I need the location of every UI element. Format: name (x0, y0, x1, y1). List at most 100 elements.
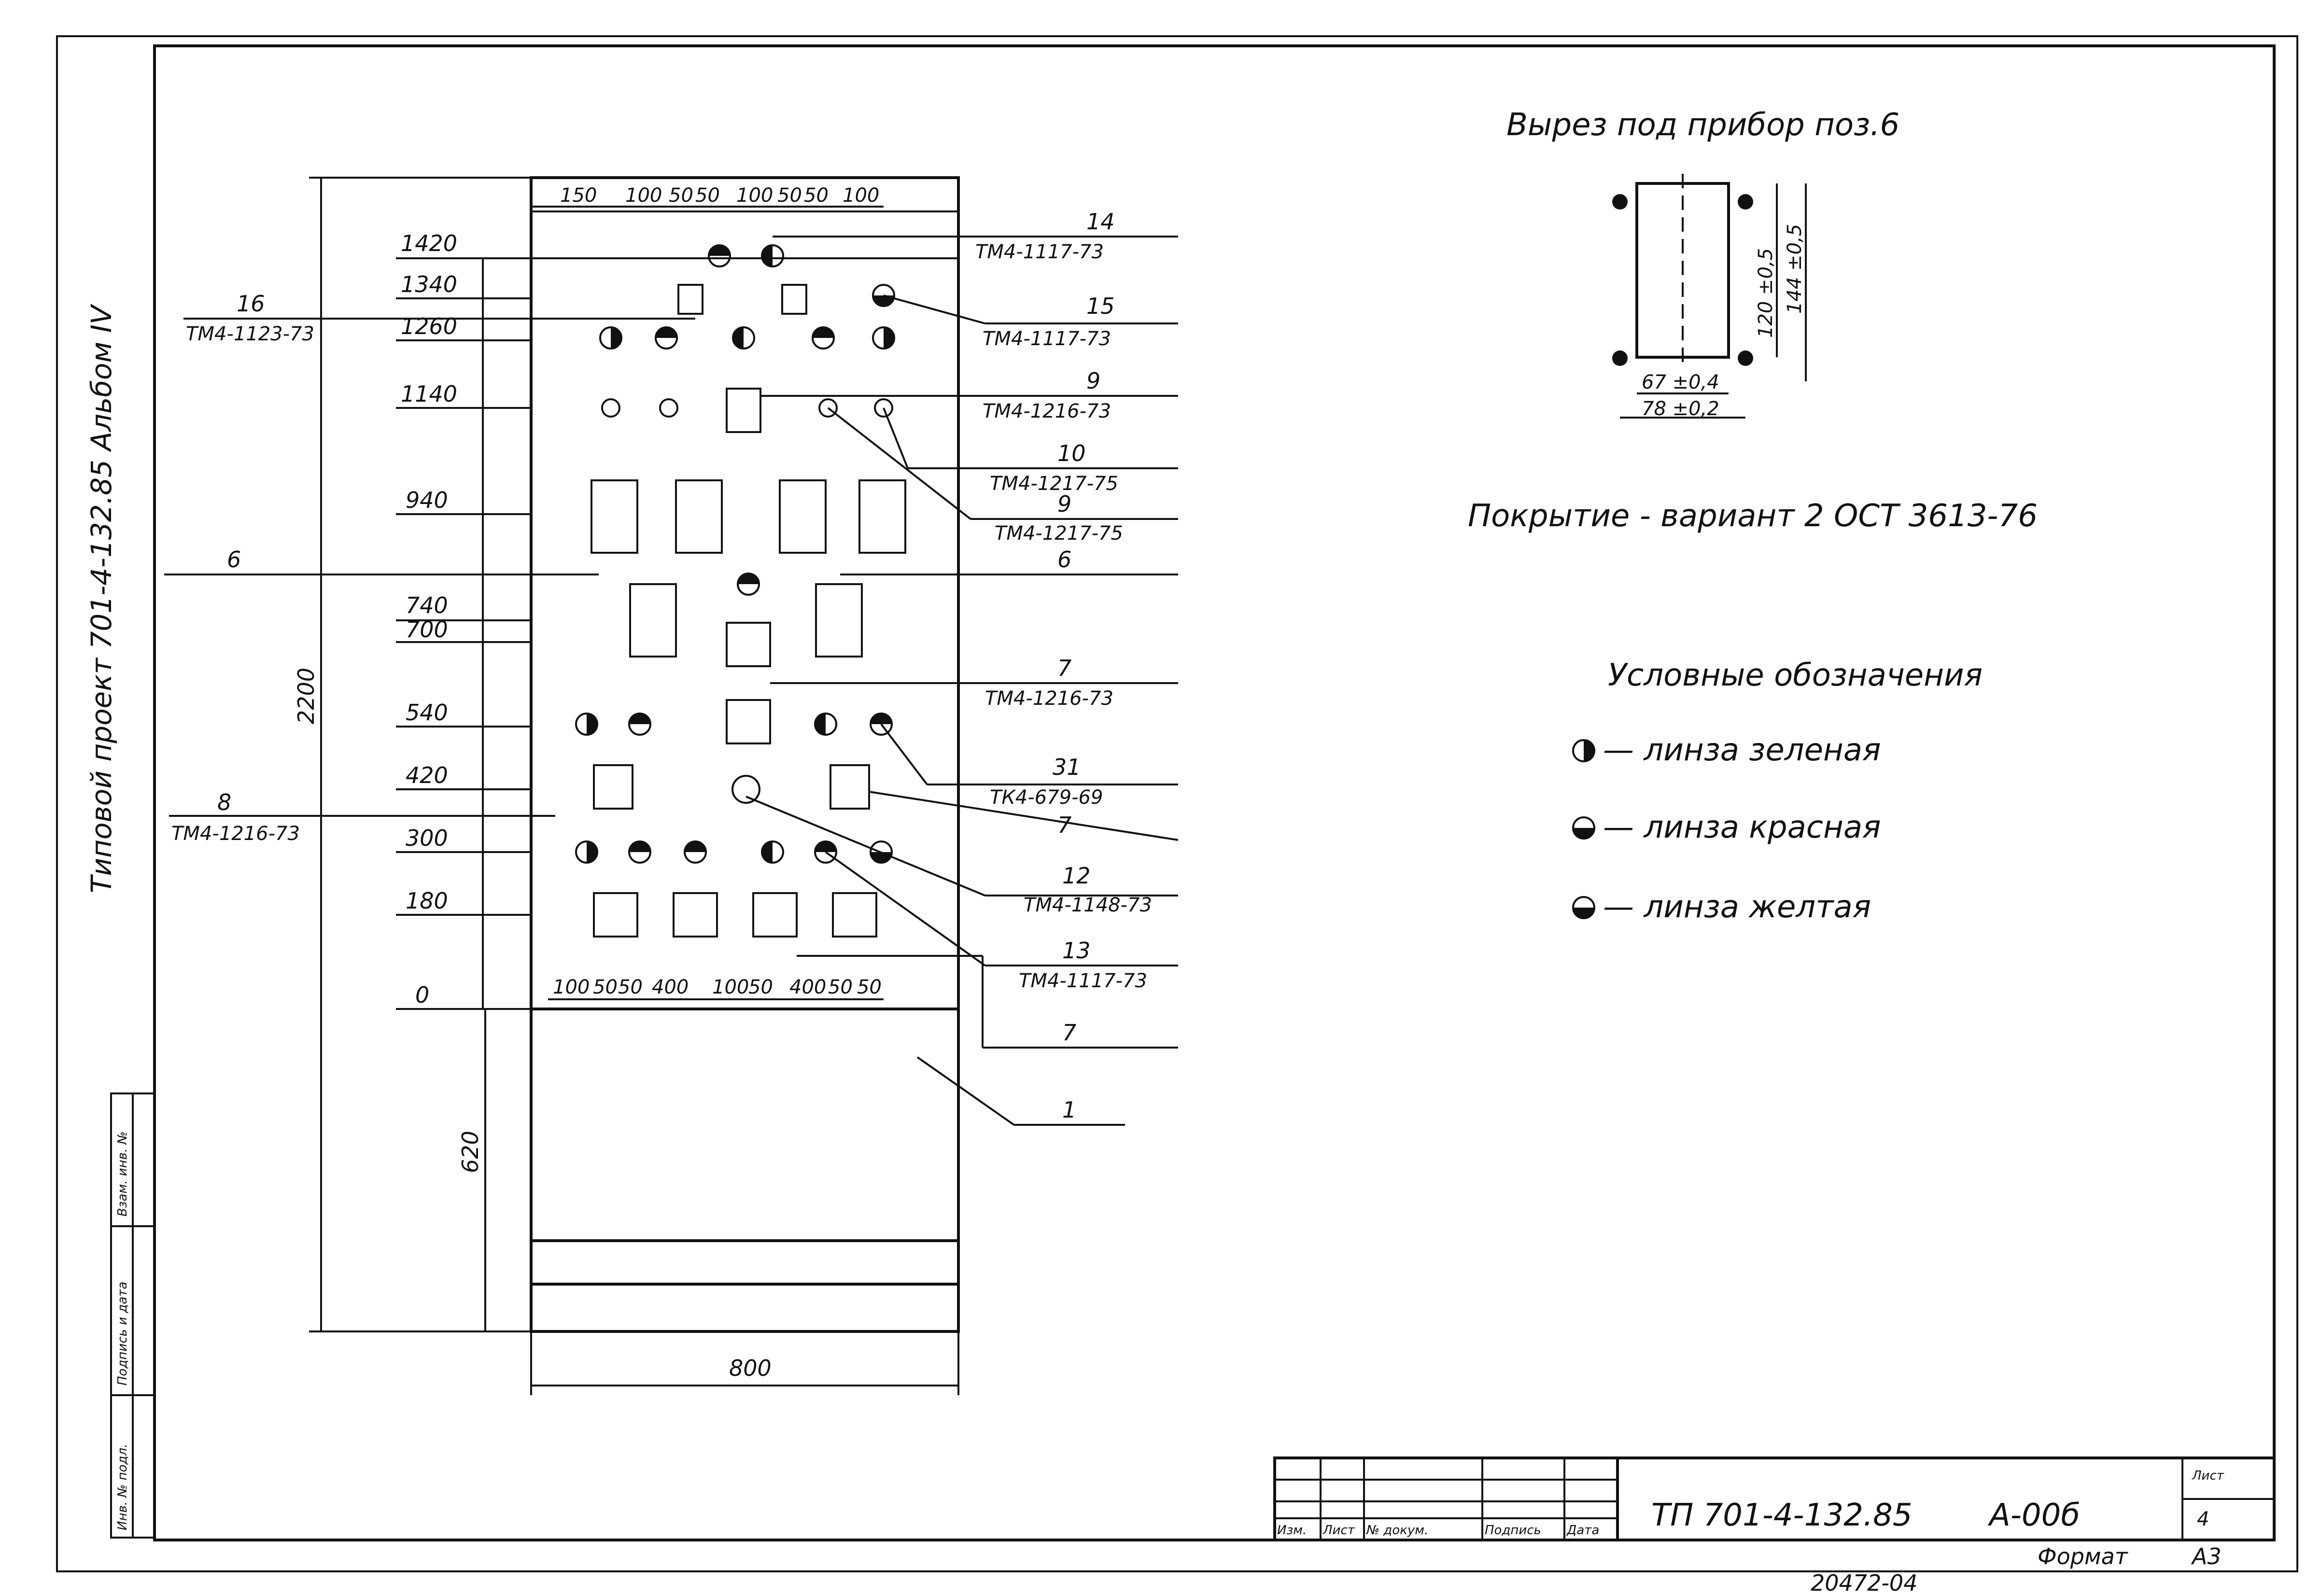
legend-item-red: — линза красная (1603, 810, 1881, 845)
bottom-dim-3: 400 (652, 976, 689, 998)
right-callout-13: 13 (1062, 938, 1091, 964)
base-height-label: 620 (457, 1131, 483, 1173)
left-callouts: 16 ТМ4-1123-73 6 8 ТМ4-1216-73 (164, 291, 695, 845)
level-1340: 1340 (401, 271, 457, 297)
top-dim-4: 100 (736, 184, 773, 207)
level-740: 740 (406, 592, 448, 618)
cutout-dim-w2: 78 ±0,2 (1642, 398, 1719, 420)
right-callout-7b: 7 (1057, 812, 1071, 838)
bottom-dims: 100 50 50 400 100 50 400 50 50 (548, 976, 884, 1000)
overall-height-label: 2200 (293, 668, 319, 724)
legend-item-yellow: — линза желтая (1603, 889, 1871, 925)
right-callout-7-spec: ТМ4-1216-73 (985, 687, 1113, 710)
right-callout-14: 14 (1086, 209, 1115, 235)
right-callout-31-spec: ТК4-679-69 (990, 786, 1103, 809)
tb-sheet-label: Лист (2192, 1469, 2224, 1483)
legend-title: Условные обозначения (1608, 658, 1983, 693)
left-stamp: Инв. № подл. Подпись и дата Взам. инв. № (110, 1092, 155, 1539)
coating-note: Покрытие - вариант 2 ОСТ 3613-76 (1468, 498, 2038, 534)
right-callout-7c: 7 (1062, 1020, 1076, 1046)
right-callout-7: 7 (1057, 655, 1071, 681)
level-1140: 1140 (401, 381, 457, 407)
outer-frame (56, 35, 2298, 1572)
left-callout-16: 16 (237, 291, 265, 317)
bottom-dim-0: 100 (553, 976, 590, 998)
right-callout-14-spec: ТМ4-1117-73 (975, 241, 1104, 263)
tb-header-date: Дата (1566, 1523, 1599, 1538)
level-1260: 1260 (401, 313, 457, 339)
level-420: 420 (406, 762, 448, 788)
top-dim-1: 100 (625, 184, 662, 207)
cutout-dim-h1: 120 ±0,5 (1755, 248, 1777, 338)
level-lines (396, 257, 958, 1010)
cutout-detail: Вырез под прибор поз.6 120 ±0,5 144 ±0,5… (1506, 107, 1899, 420)
level-0: 0 (415, 982, 429, 1008)
level-1420: 1420 (401, 230, 457, 256)
tb-sheet-code: А-00б (1987, 1498, 2080, 1533)
width-label: 800 (729, 1355, 772, 1381)
right-callout-13-spec: ТМ4-1117-73 (1019, 970, 1147, 992)
level-labels: 1420 1340 1260 1140 940 740 700 540 420 … (401, 230, 457, 1008)
tb-header-sign: Подпись (1485, 1523, 1541, 1538)
bottom-dim-8: 50 (857, 976, 882, 998)
right-callout-12: 12 (1062, 863, 1091, 889)
top-dim-3: 50 (695, 184, 720, 207)
cutout-dim-h2: 144 ±0,5 (1784, 224, 1806, 314)
level-540: 540 (406, 700, 448, 726)
overall-height-dim: 2200 (293, 177, 531, 1332)
legend: Условные обозначения — линза зеленая — л… (1572, 658, 1983, 925)
top-dim-5: 50 (777, 184, 802, 207)
cutout-title: Вырез под прибор поз.6 (1506, 107, 1899, 143)
tb-header-sheet: Лист (1322, 1523, 1355, 1538)
cutout-dim-w1: 67 ±0,4 (1642, 371, 1719, 393)
bottom-dim-6: 400 (789, 976, 826, 998)
top-dim-6: 50 (804, 184, 829, 207)
title-block: Изм. Лист № докум. Подпись Дата ТП 701-4… (1273, 1456, 2276, 1596)
top-dim-0: 150 (560, 184, 597, 207)
right-callout-9b: 9 (1057, 491, 1071, 517)
right-callout-1: 1 (1062, 1097, 1076, 1123)
bottom-dim-5: 50 (748, 976, 773, 998)
tb-format-label: Формат (2038, 1543, 2128, 1569)
base-height-dim: 620 (457, 1009, 486, 1331)
right-callout-9b-spec: ТМ4-1217-75 (995, 522, 1123, 545)
right-callout-15: 15 (1086, 293, 1115, 319)
level-700: 700 (406, 616, 448, 643)
tb-sheet-num: 4 (2197, 1508, 2209, 1530)
right-callout-9: 9 (1086, 368, 1100, 394)
level-300: 300 (406, 825, 448, 851)
tb-header-change: Изм. (1277, 1523, 1307, 1538)
right-callout-9-spec: ТМ4-1216-73 (983, 400, 1111, 422)
panel-outline (530, 176, 960, 1333)
right-callouts: 14 ТМ4-1117-73 15 ТМ4-1117-73 9 ТМ4-1216… (746, 209, 1179, 1126)
top-dims: 150 100 50 50 100 50 50 100 (531, 184, 884, 208)
bottom-dim-1: 50 (593, 976, 618, 998)
right-callout-6: 6 (1057, 546, 1071, 573)
left-callout-6: 6 (227, 546, 241, 573)
level-180: 180 (406, 888, 448, 914)
stamp-sign: Подпись и дата (115, 1282, 130, 1386)
legend-item-green: — линза зеленая (1603, 732, 1881, 768)
right-callout-12-spec: ТМ4-1148-73 (1024, 894, 1152, 916)
tb-doc-code: ТП 701-4-132.85 (1651, 1498, 1913, 1533)
left-callout-8: 8 (217, 789, 231, 815)
tb-format-value: А3 (2191, 1543, 2222, 1569)
top-dim-7: 100 (843, 184, 879, 207)
stamp-inv: Инв. № подл. (115, 1444, 130, 1530)
top-dim-2: 50 (669, 184, 693, 207)
tb-header-docnum: № докум. (1365, 1523, 1428, 1538)
width-dim: 800 (530, 1332, 959, 1395)
left-callout-16-spec: ТМ4-1123-73 (186, 323, 314, 345)
bottom-dim-4: 100 (712, 976, 749, 998)
album-text: Типовой проект 701-4-132.85 Альбом IV (85, 303, 118, 893)
left-callout-8-spec: ТМ4-1216-73 (171, 823, 300, 845)
inner-frame (153, 44, 2276, 1541)
level-940: 940 (406, 487, 448, 513)
right-callout-31: 31 (1053, 754, 1081, 780)
stamp-replace: Взам. инв. № (115, 1131, 130, 1217)
right-callout-10-spec: ТМ4-1217-75 (990, 473, 1118, 495)
bottom-dim-7: 50 (828, 976, 853, 998)
tb-inventory: 20472-04 (1811, 1570, 1917, 1596)
device-group (575, 244, 906, 938)
right-callout-10: 10 (1057, 440, 1086, 466)
